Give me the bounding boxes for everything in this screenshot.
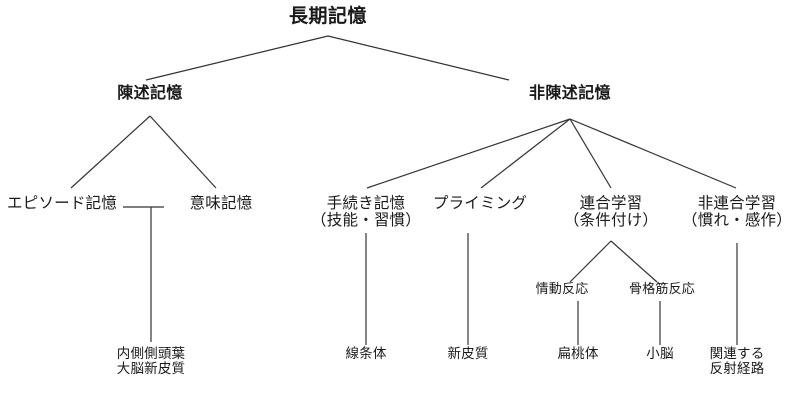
edge-nondeclarative-to-priming xyxy=(480,118,571,189)
node-cerebellum: 小脳 xyxy=(646,346,674,362)
node-nondeclarative-memory: 非陳述記憶 xyxy=(529,84,611,102)
node-semantic-memory: 意味記憶 xyxy=(189,194,253,212)
edge-declarative-to-semantic xyxy=(149,115,217,189)
node-semantic-memory-label: 意味記憶 xyxy=(189,194,253,212)
node-episodic-memory: エピソード記憶 xyxy=(7,194,117,212)
node-nonassociative-learning-label-line1: 非連合学習 xyxy=(697,194,777,212)
node-amygdala-label: 扁桃体 xyxy=(557,346,599,362)
node-priming: プライミング xyxy=(432,194,528,212)
node-priming-label: プライミング xyxy=(432,194,528,212)
node-reflex-pathways: 関連する 反射経路 xyxy=(709,346,765,378)
node-striatum: 線条体 xyxy=(345,346,387,362)
node-procedural-memory-label-line1: 手続き記憶 xyxy=(326,194,406,212)
edge-nondeclarative-to-nonassociative xyxy=(569,118,737,189)
node-skeletal-muscle-response-label: 骨格筋反応 xyxy=(628,282,696,297)
node-declarative-memory: 陳述記憶 xyxy=(117,84,183,102)
edge-declarative-to-episodic xyxy=(70,115,151,189)
node-reflex-pathways-label-line2: 反射経路 xyxy=(709,361,765,378)
node-declarative-memory-label: 陳述記憶 xyxy=(117,83,183,102)
node-long-term-memory: 長期記憶 xyxy=(288,5,368,27)
node-cerebral-neocortex-label: 大脳新皮質 xyxy=(116,361,186,378)
node-nonassociative-learning: 非連合学習 （慣れ・感作） xyxy=(682,194,792,230)
node-emotional-response-label: 情動反応 xyxy=(535,282,589,297)
node-long-term-memory-label: 長期記憶 xyxy=(288,5,368,27)
node-nondeclarative-memory-label: 非陳述記憶 xyxy=(528,83,612,102)
node-neocortex-label: 新皮質 xyxy=(447,346,489,362)
node-episodic-memory-label: エピソード記憶 xyxy=(7,194,117,212)
node-medial-temporal-lobe-neocortex: 内側側頭葉 大脳新皮質 xyxy=(116,346,186,378)
node-amygdala: 扁桃体 xyxy=(557,346,599,362)
node-cerebellum-label: 小脳 xyxy=(646,346,674,362)
edge-associative-to-emotional xyxy=(569,240,612,283)
node-emotional-response: 情動反応 xyxy=(535,282,589,298)
node-associative-learning-label-line2: （条件付け） xyxy=(563,211,659,230)
node-neocortex: 新皮質 xyxy=(447,346,489,362)
node-associative-learning-label-line1: 連合学習 xyxy=(579,194,643,212)
node-reflex-pathways-label-line1: 関連する xyxy=(709,346,765,362)
edge-associative-to-skeletal xyxy=(610,240,658,283)
node-procedural-memory-label-line2: （技能・習慣） xyxy=(311,211,421,230)
node-skeletal-muscle-response: 骨格筋反応 xyxy=(628,282,696,298)
edge-root-to-nondeclarative xyxy=(327,35,510,81)
node-medial-temporal-lobe-label: 内側側頭葉 xyxy=(116,346,186,362)
node-procedural-memory: 手続き記憶 （技能・習慣） xyxy=(311,194,421,230)
node-associative-learning: 連合学習 （条件付け） xyxy=(563,194,659,230)
edge-nondeclarative-to-procedural xyxy=(366,118,571,189)
edge-nondeclarative-to-associative xyxy=(569,118,612,189)
node-striatum-label: 線条体 xyxy=(345,346,387,362)
node-nonassociative-learning-label-line2: （慣れ・感作） xyxy=(682,211,792,230)
edge-root-to-declarative xyxy=(145,35,329,81)
